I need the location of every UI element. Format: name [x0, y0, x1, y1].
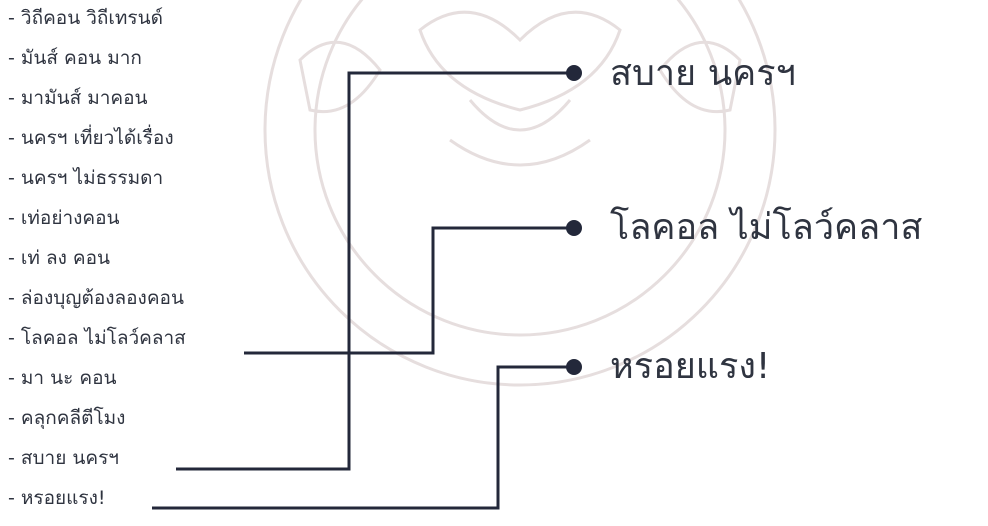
candidate-item: - วิถีคอน วิถีเทรนด์ [8, 7, 163, 29]
candidate-item: - นครฯ ไม่ธรรมดา [8, 167, 164, 189]
selected-slogan: สบาย นครฯ [610, 53, 796, 94]
connector-dot [566, 359, 582, 375]
selected-slogan: โลคอล ไม่โลว์คลาส [610, 207, 923, 248]
connector-line-sabai-nakhon [176, 71, 572, 471]
candidate-item: - ล่องบุญต้องลองคอน [8, 287, 184, 309]
candidate-item: - สบาย นครฯ [8, 447, 119, 469]
candidate-item: - เท่อย่างคอน [8, 207, 120, 229]
candidate-item: - โลคอล ไม่โลว์คลาส [8, 327, 186, 349]
connector-line-local [244, 226, 572, 355]
candidate-item: - มา นะ คอน [8, 367, 117, 389]
selected-slogan: หรอยแรง! [610, 346, 771, 387]
candidate-item: - นครฯ เที่ยวได้เรื่อง [8, 127, 174, 149]
candidate-item: - มามันส์ มาคอน [8, 87, 148, 109]
connector-line-roi-raeng [152, 365, 572, 510]
connector-dot [566, 65, 582, 81]
candidate-item: - มันส์ คอน มาก [8, 47, 142, 69]
candidate-item: - เท่ ลง คอน [8, 247, 111, 269]
candidate-item: - หรอยแรง! [8, 487, 106, 509]
candidate-item: - คลุกคลีตีโมง [8, 407, 126, 429]
connector-dot [566, 220, 582, 236]
